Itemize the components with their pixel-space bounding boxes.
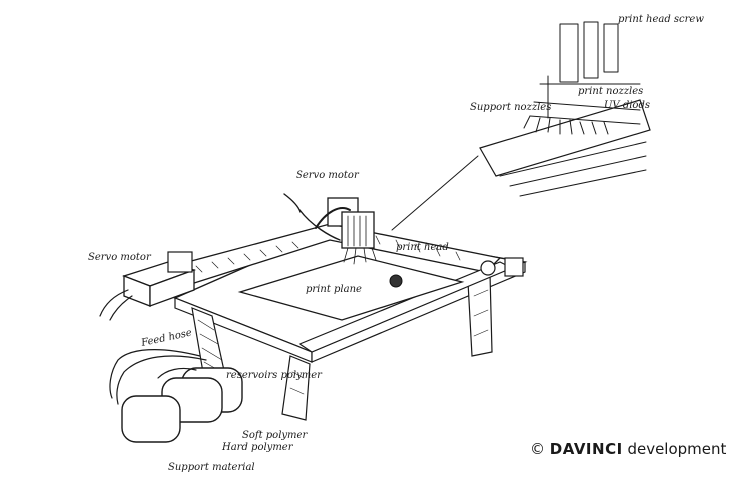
label-support-nozzles: Support nozzles [470, 102, 551, 113]
copyright-symbol: © [530, 440, 545, 458]
polymer-reservoirs [109, 349, 243, 443]
copyright-credit: © DAVINCI development [530, 440, 726, 458]
print-head-detail [479, 21, 651, 197]
brand-name: DAVINCI [549, 440, 623, 458]
label-print-nozzles: print nozzles [578, 86, 643, 97]
label-servo-motor-left: Servo motor [88, 252, 152, 263]
label-print-head-screw: print head screw [618, 14, 704, 25]
brand-suffix: development [627, 440, 727, 458]
label-print-head: print head [396, 242, 449, 253]
label-servo-motor-top: Servo motor [296, 170, 360, 181]
printed-object [389, 274, 403, 288]
zoom-leader-line [391, 155, 479, 231]
label-uv-diods: UV diods [604, 100, 650, 111]
label-print-plane: print plane [306, 284, 362, 295]
print-head [341, 211, 377, 265]
print-plane [237, 255, 465, 321]
label-support-material: Support material [168, 462, 255, 473]
label-soft-polymer: Soft polymer [242, 430, 308, 441]
label-feed-hose: Feed hose [139, 327, 193, 349]
servo-motor-left [99, 251, 197, 321]
label-hard-polymer: Hard polymer [221, 442, 294, 453]
label-reservoirs: reservoirs polymer [226, 370, 323, 381]
